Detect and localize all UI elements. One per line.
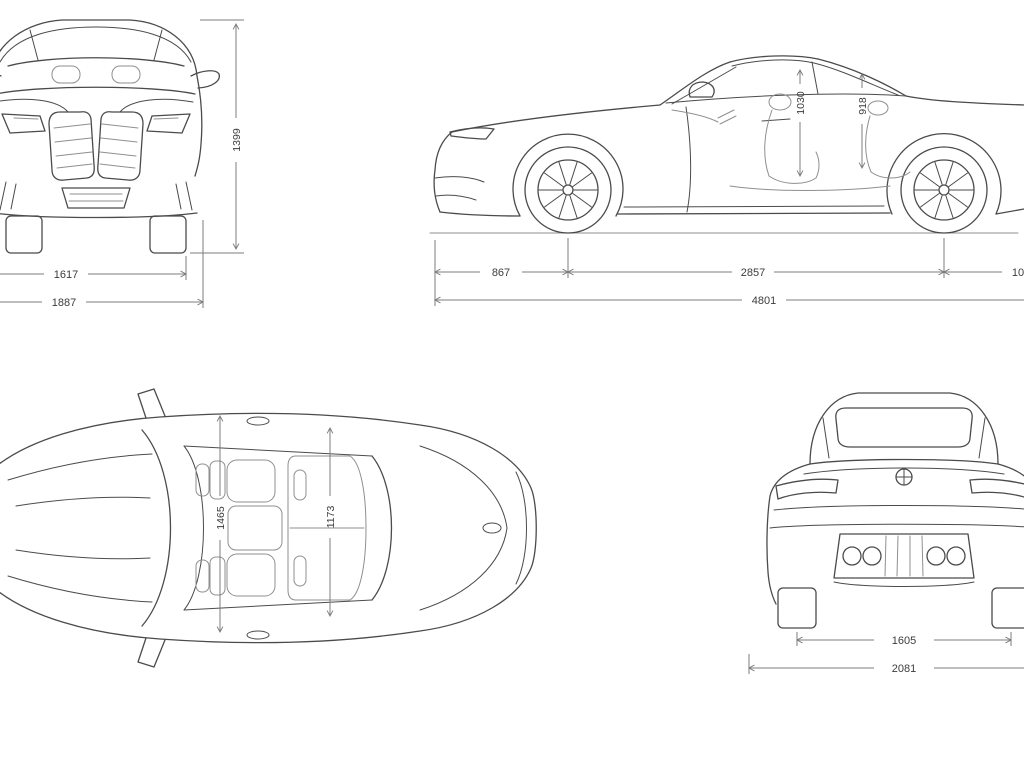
rear-view-car-outline [766, 392, 1024, 629]
taillight-left [775, 478, 839, 500]
side-view-car-outline [429, 55, 1024, 234]
kidney-grille-right [97, 111, 144, 181]
dim-label-rear-width: 1173 [325, 506, 337, 529]
antenna [482, 522, 502, 534]
headlight [449, 127, 495, 140]
rear-wheel-tire [900, 146, 988, 234]
top-view-car-outline [0, 388, 537, 668]
diffuser [833, 533, 975, 579]
front-wheel-tire [524, 146, 612, 234]
dim-label-front-headroom: 1030 [795, 91, 807, 115]
kidney-grille-left [48, 111, 95, 181]
windshield [141, 429, 172, 627]
front-wheel-spokes [538, 161, 598, 219]
door-line [685, 106, 692, 213]
dim-label-overall-width: 1887 [52, 297, 76, 309]
front-view-car-outline [0, 19, 220, 254]
top-view: 1465 1173 [0, 388, 537, 668]
door-handle-left [246, 416, 270, 426]
left-mirror [137, 388, 166, 419]
dim-label-rear-headroom: 918 [857, 97, 869, 115]
front-view: 1399 1617 1887 [0, 19, 244, 309]
right-mirror [190, 70, 220, 89]
headlight-right [146, 113, 191, 134]
left-mirror [0, 74, 2, 77]
seats-top-view [195, 455, 367, 601]
door-handle [761, 118, 791, 122]
side-view-dimensions: 1030 918 867 2857 10 4801 [433, 68, 1024, 307]
dim-label-rear-overhang: 10 [1012, 267, 1024, 279]
dim-label-rear-track: 1605 [892, 635, 916, 647]
taillight-right [969, 478, 1024, 498]
rear-left-tire [777, 587, 817, 629]
soft-top [809, 392, 999, 465]
dim-label-height: 1399 [231, 128, 243, 152]
rear-wheel-rim [913, 159, 975, 221]
front-view-dimensions: 1399 1617 1887 [0, 19, 244, 309]
front-left-tire [5, 215, 43, 254]
dim-label-overall-width-mirrors: 2081 [892, 663, 916, 675]
bmw-roundel-icon [895, 468, 913, 486]
front-right-tire [149, 215, 187, 254]
dim-label-overall-length: 4801 [752, 295, 776, 307]
top-view-dimensions: 1465 1173 [215, 414, 337, 634]
exhaust-tip [946, 546, 966, 566]
right-mirror [137, 637, 166, 668]
dim-label-wheelbase: 2857 [741, 267, 765, 279]
rear-window [371, 455, 393, 601]
dim-label-track-width: 1617 [54, 269, 78, 281]
door-handle-right [246, 630, 270, 640]
headlight-left [1, 113, 46, 134]
exhaust-tip [926, 546, 946, 566]
side-view: 1030 918 867 2857 10 4801 [429, 55, 1024, 307]
dim-label-front-width: 1465 [215, 506, 227, 530]
dim-label-front-overhang: 867 [492, 267, 510, 279]
rear-right-tire [991, 587, 1024, 629]
rear-window [835, 407, 973, 448]
rear-view-dimensions: 1605 2081 [747, 632, 1024, 675]
rear-view: 1605 2081 [747, 392, 1024, 675]
soft-top [729, 55, 819, 63]
side-mirror [688, 81, 715, 98]
interior-seats [671, 93, 911, 191]
exhaust-tip [862, 546, 882, 566]
rear-wheel-spokes [914, 161, 974, 219]
exhaust-tip [842, 546, 862, 566]
front-wheel-rim [537, 159, 599, 221]
